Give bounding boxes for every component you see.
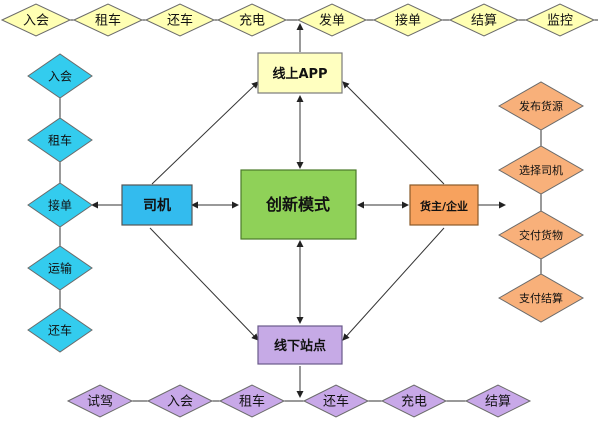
shipper-station-line: [342, 227, 445, 341]
station-node: 线下站点: [257, 325, 343, 365]
shipper_column-diamond-shape: [497, 273, 585, 323]
top_row-diamond-label: 发单: [319, 13, 345, 29]
bottom_row-diamond: 入会: [146, 384, 214, 418]
top_row-diamond-label: 还车: [167, 13, 193, 29]
top_row-diamond: 监控: [524, 3, 596, 37]
shipper-app-line: [342, 81, 445, 185]
top_row-diamond: 结算: [448, 3, 520, 37]
bottom_row-diamond-label: 结算: [485, 395, 511, 410]
app-box: [257, 52, 343, 94]
bottom_row-diamond: 充电: [380, 384, 448, 418]
bottom_row-diamond-shape: [464, 384, 532, 418]
shipper_column-diamond-shape: [497, 210, 585, 260]
app-label: 线上APP: [272, 66, 327, 82]
driver_column-diamond-shape: [27, 117, 93, 163]
center-node: 创新模式: [240, 169, 357, 240]
app-node: 线上APP: [257, 52, 343, 94]
shipper_column-diamond-label: 发布货源: [519, 99, 563, 113]
driver_column-diamond: 还车: [27, 307, 93, 353]
center-label: 创新模式: [265, 195, 330, 214]
bottom_row-diamond-shape: [146, 384, 214, 418]
bottom_row-diamond: 试驾: [66, 384, 134, 418]
top_row-diamond-shape: [372, 3, 444, 37]
top_row-diamond-shape: [524, 3, 596, 37]
shipper_column-diamond-label: 支付结算: [519, 291, 563, 305]
station-label: 线下站点: [274, 338, 326, 354]
bottom_row-diamond: 结算: [464, 384, 532, 418]
driver_column-diamond-shape: [27, 245, 93, 291]
top_row-diamond-label: 充电: [239, 13, 265, 29]
top_row-diamond-label: 监控: [547, 14, 573, 29]
station-box: [257, 325, 343, 365]
bottom_row-diamond-label: 入会: [167, 395, 193, 410]
top_row-diamond-label: 入会: [23, 14, 49, 29]
shipper_column-diamond-shape: [497, 145, 585, 195]
top_row-diamond-shape: [448, 3, 520, 37]
top_row-diamond: 入会: [0, 3, 72, 37]
driver-station-line: [149, 227, 259, 341]
top_row-diamond-label: 结算: [471, 14, 497, 29]
bottom_row-diamond-label: 充电: [401, 394, 427, 410]
driver_column-diamond: 接单: [27, 182, 93, 228]
shipper_column-diamond: 支付结算: [497, 273, 585, 323]
bottom_row-diamond-shape: [218, 384, 286, 418]
top_row-diamond: 充电: [216, 3, 288, 37]
driver_column-diamond: 入会: [27, 53, 93, 99]
driver-label: 司机: [143, 197, 171, 214]
top_row-diamond: 租车: [72, 3, 144, 37]
driver-node: 司机: [121, 184, 193, 226]
top_row-diamond: 发单: [296, 3, 368, 37]
top_row-diamond-shape: [296, 3, 368, 37]
top_row-diamond-shape: [72, 3, 144, 37]
top_row-diamond: 接单: [372, 3, 444, 37]
shipper_column-diamond: 选择司机: [497, 145, 585, 195]
bottom_row-diamond-label: 试驾: [87, 395, 113, 410]
driver-app-line: [151, 81, 259, 185]
bottom_row-diamond-label: 还车: [323, 394, 349, 410]
diamond-layer: 入会租车还车充电发单接单结算监控入会租车接单运输还车发布货源选择司机交付货物支付…: [0, 3, 596, 418]
shipper-label: 货主/企业: [419, 199, 468, 213]
driver_column-diamond-shape: [27, 53, 93, 99]
bottom_row-diamond: 还车: [302, 384, 370, 418]
bottom_row-diamond-label: 租车: [239, 394, 265, 410]
driver_column-diamond-label: 接单: [48, 197, 72, 212]
shipper-node: 货主/企业: [409, 184, 479, 226]
shipper-box: [409, 184, 479, 226]
top_row-diamond-shape: [144, 3, 216, 37]
shipper_column-diamond-label: 选择司机: [519, 163, 563, 177]
top_row-diamond: 还车: [144, 3, 216, 37]
driver_column-diamond-label: 还车: [48, 322, 72, 337]
top_row-diamond-label: 租车: [95, 13, 121, 29]
driver_column-diamond-label: 入会: [48, 69, 72, 83]
bottom_row-diamond-shape: [66, 384, 134, 418]
top_row-diamond-shape: [0, 3, 72, 37]
top_row-diamond-label: 接单: [395, 13, 421, 29]
driver_column-diamond-shape: [27, 182, 93, 228]
shipper_column-diamond: 发布货源: [497, 81, 585, 131]
driver_column-diamond-label: 租车: [48, 132, 72, 147]
bottom_row-diamond-shape: [302, 384, 370, 418]
top_row-diamond-shape: [216, 3, 288, 37]
driver_column-diamond-label: 运输: [48, 260, 72, 275]
driver_column-diamond: 租车: [27, 117, 93, 163]
driver_column-diamond-shape: [27, 307, 93, 353]
bottom_row-diamond-shape: [380, 384, 448, 418]
shipper_column-diamond-label: 交付货物: [519, 228, 563, 242]
driver-box: [121, 184, 193, 226]
shipper_column-diamond-shape: [497, 81, 585, 131]
bottom_row-diamond: 租车: [218, 384, 286, 418]
shipper_column-diamond: 交付货物: [497, 210, 585, 260]
center-box: [240, 169, 357, 240]
driver_column-diamond: 运输: [27, 245, 93, 291]
